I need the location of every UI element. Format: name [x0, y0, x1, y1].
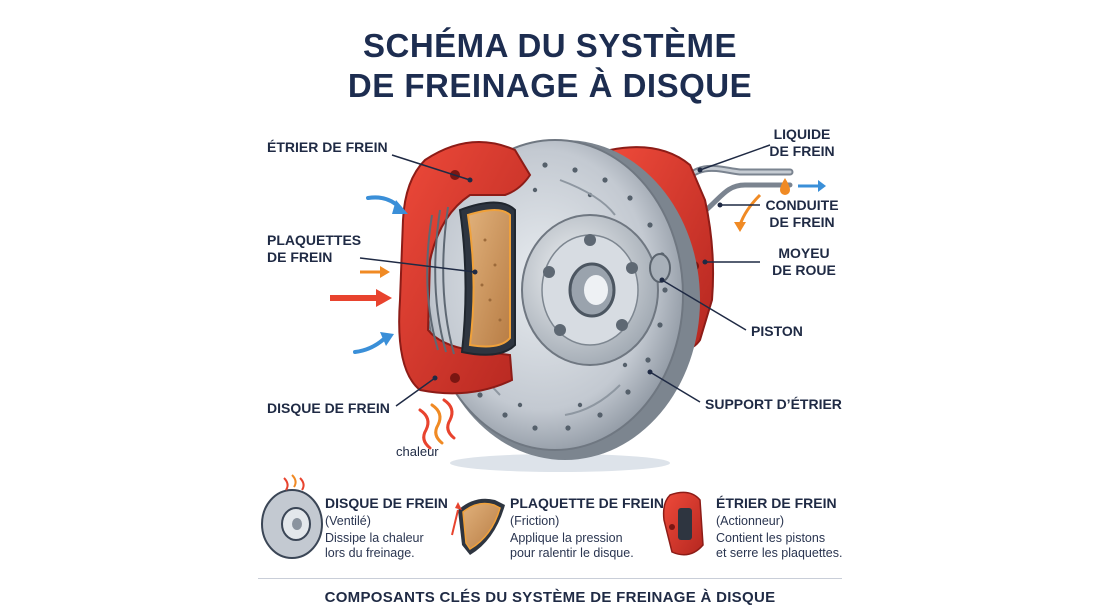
- label-hub-1: MOYEU: [778, 245, 830, 261]
- label-fluid-2: DE FREIN: [769, 143, 835, 159]
- disc-icon: [261, 474, 323, 559]
- disc-edge: [426, 206, 455, 355]
- card-pad-title: PLAQUETTE DE FREIN: [510, 495, 665, 511]
- card-caliper-desc-1: Contient les pistons: [716, 531, 826, 545]
- force-arrow-large: [330, 289, 392, 307]
- label-line-2: DE FREIN: [769, 214, 835, 230]
- cooling-arrow-top: [366, 195, 408, 214]
- footer-divider: [258, 578, 842, 579]
- card-disc-desc-1: Dissipe la chaleur: [325, 531, 424, 545]
- brake-fluid-drop: [780, 178, 790, 195]
- card-disc-sub: (Ventilé): [325, 514, 371, 528]
- label-pads-2: DE FREIN: [267, 249, 333, 265]
- card-pad-desc-1: Applique la pression: [510, 531, 623, 545]
- label-hub-2: DE ROUE: [772, 262, 836, 278]
- brake-pads: [458, 201, 516, 356]
- card-caliper-desc-2: et serre les plaquettes.: [716, 546, 843, 560]
- cooling-arrow-bottom: [353, 332, 394, 354]
- leader-fluid: [699, 144, 771, 171]
- card-caliper-sub: (Actionneur): [716, 514, 785, 528]
- label-heat: chaleur: [396, 444, 439, 459]
- label-caliper: ÉTRIER DE FREIN: [267, 139, 388, 155]
- card-pad-sub: (Friction): [510, 514, 560, 528]
- caliper-icon: [662, 491, 704, 556]
- label-pads-1: PLAQUETTES: [267, 232, 362, 248]
- piston: [649, 253, 671, 283]
- ground-shadow: [450, 454, 670, 472]
- title-line-1: SCHÉMA DU SYSTÈME: [363, 27, 737, 64]
- label-fluid-1: LIQUIDE: [773, 126, 831, 142]
- heat-waves: [418, 398, 456, 450]
- leader-caliper: [391, 154, 471, 181]
- label-piston: PISTON: [751, 323, 803, 339]
- leader-pads: [359, 257, 476, 273]
- card-disc-title: DISQUE DE FREIN: [325, 495, 448, 511]
- label-bracket: SUPPORT D’ÉTRIER: [705, 396, 842, 412]
- force-arrow-small: [360, 266, 390, 278]
- leader-disc: [395, 377, 436, 407]
- card-caliper-title: ÉTRIER DE FREIN: [716, 495, 837, 511]
- title-line-2: DE FREINAGE À DISQUE: [347, 67, 753, 104]
- footer-caption: COMPOSANTS CLÉS DU SYSTÈME DE FREINAGE À…: [324, 589, 776, 606]
- card-pad-desc-2: pour ralentir le disque.: [510, 546, 634, 560]
- pad-icon: [451, 498, 505, 555]
- label-disc: DISQUE DE FREIN: [267, 400, 390, 416]
- leader-bracket: [649, 371, 701, 403]
- leader-piston: [661, 279, 747, 331]
- page-title: SCHÉMA DU SYSTÈME DE FREINAGE À DISQUE: [0, 26, 1100, 106]
- label-line-1: CONDUITE: [765, 197, 839, 213]
- card-disc-desc-2: lors du freinage.: [325, 546, 415, 560]
